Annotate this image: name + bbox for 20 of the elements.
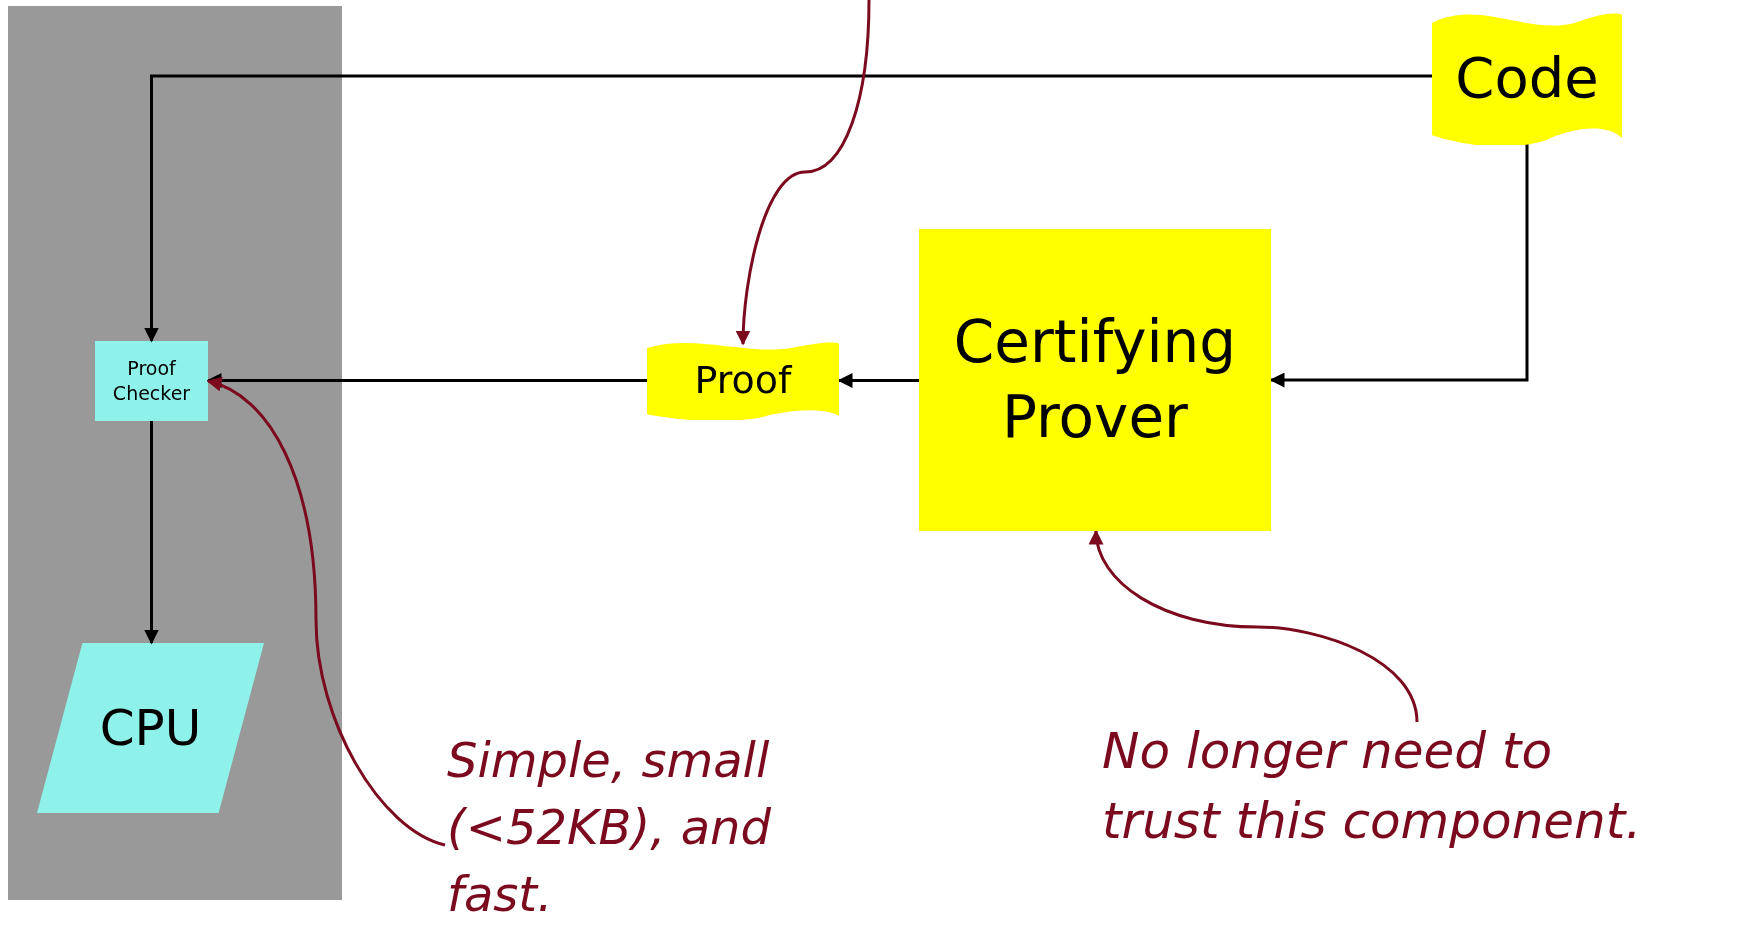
arrow: [144, 421, 159, 645]
prover-box: [919, 229, 1271, 531]
background-panel: [8, 6, 342, 900]
code-document: [1432, 11, 1622, 145]
node-label: Certifying Prover: [952, 306, 1238, 453]
checker-box: [95, 341, 208, 421]
node-label: CPU: [99, 698, 202, 758]
annotation-text: No longer need to trust this component.: [1102, 721, 1643, 852]
proof-document: [647, 341, 839, 420]
arrow: [144, 74, 1432, 343]
node-label: Code: [1455, 44, 1599, 112]
arrow: [837, 373, 919, 388]
leader-line: [1090, 529, 1419, 723]
node-label: Proof: [694, 357, 792, 404]
arrow: [206, 373, 647, 388]
leader-line: [735, 0, 871, 346]
leader-line: [206, 378, 446, 847]
node-label: Proof Checker: [111, 356, 192, 406]
cpu-parallelogram: [37, 643, 264, 813]
annotation-text: Simple, small (<52KB), and fast.: [447, 731, 772, 925]
